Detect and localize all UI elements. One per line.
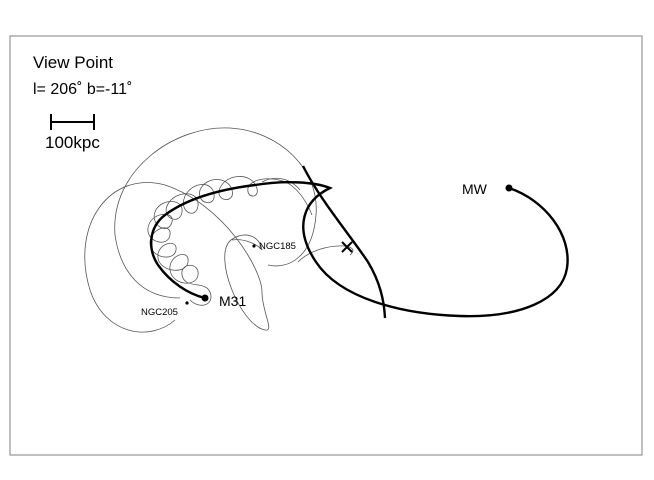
label-m31: M31 (219, 293, 246, 309)
label-ngc185: NGC185 (259, 241, 296, 252)
view-point-title: View Point (33, 53, 113, 72)
ngc205-point (185, 301, 189, 305)
m31-point (201, 294, 209, 302)
plot-frame (9, 35, 643, 456)
cross-marker (341, 241, 353, 253)
label-mw: MW (462, 181, 488, 197)
mw-point (505, 184, 513, 192)
view-point-coords: l= 206˚ b=-11˚ (33, 81, 132, 98)
scale-bar-label: 100kpc (45, 133, 100, 152)
orbit-large-upper (114, 127, 317, 299)
orbit-mw-thick (150, 181, 569, 318)
ngc185-point (252, 244, 256, 248)
orbit-ngc185-tail (231, 239, 263, 251)
label-ngc205: NGC205 (141, 307, 178, 318)
orbit-xcross-thick (301, 165, 387, 319)
scale-bar (50, 114, 95, 130)
orbit-large-outer (84, 182, 270, 333)
orbit-small-loops (147, 176, 313, 306)
